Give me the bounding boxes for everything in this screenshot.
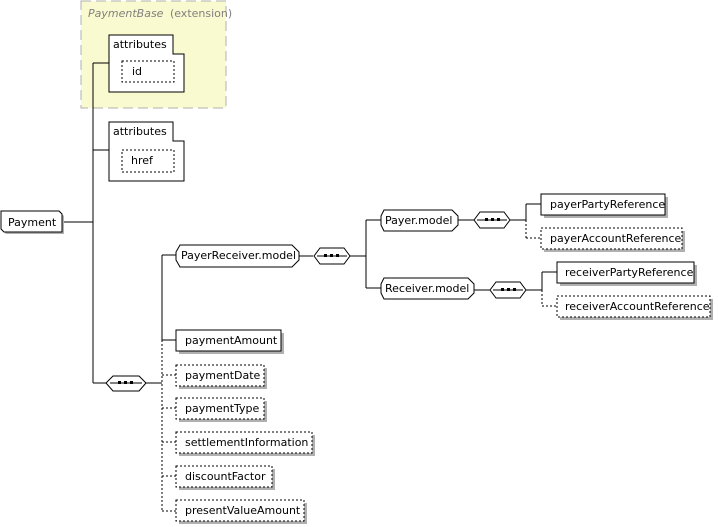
element-settlementinformation[interactable]: settlementInformation bbox=[175, 431, 315, 456]
sequence-connectors bbox=[146, 254, 176, 384]
element-label: receiverAccountReference bbox=[565, 300, 710, 313]
root-element-label: Payment bbox=[8, 216, 57, 229]
payer-optional-connectors bbox=[525, 220, 541, 239]
attribute-group-base: attributes id bbox=[108, 34, 185, 93]
sequence-compositor-icon[interactable] bbox=[489, 281, 527, 299]
element-payeraccountreference[interactable]: payerAccountReference bbox=[540, 227, 685, 252]
element-label: paymentAmount bbox=[185, 334, 278, 347]
payer-connectors bbox=[510, 203, 541, 221]
element-label: payerPartyReference bbox=[550, 198, 665, 211]
group-label: PayerReceiver.model bbox=[181, 249, 296, 262]
extension-title: PaymentBase (extension) bbox=[88, 7, 232, 20]
group-payerreceiver-model[interactable]: PayerReceiver.model bbox=[175, 244, 300, 268]
group-label: Payer.model bbox=[385, 214, 452, 227]
receiver-connectors bbox=[526, 271, 557, 291]
element-label: payerAccountReference bbox=[550, 232, 682, 245]
attribute-href[interactable] bbox=[121, 149, 175, 173]
element-paymentdate[interactable]: paymentDate bbox=[175, 364, 267, 389]
attribute-group-payment: attributes href bbox=[108, 121, 185, 182]
attribute-href-label: href bbox=[131, 154, 154, 167]
attribute-group-heading: attributes bbox=[113, 38, 167, 51]
sequence-compositor-icon[interactable] bbox=[473, 211, 511, 229]
element-label: paymentType bbox=[185, 402, 259, 415]
attribute-id[interactable] bbox=[121, 60, 175, 83]
sequence-optional-connectors bbox=[161, 340, 176, 512]
element-payerpartyreference[interactable]: payerPartyReference bbox=[540, 193, 668, 218]
choice-compositor-icon[interactable] bbox=[313, 247, 351, 265]
group-receiver-model[interactable]: Receiver.model bbox=[380, 277, 475, 300]
element-paymentamount[interactable]: paymentAmount bbox=[175, 329, 284, 354]
attribute-id-label: id bbox=[132, 65, 142, 78]
root-element-payment[interactable]: Payment bbox=[0, 210, 64, 234]
element-label: paymentDate bbox=[185, 369, 261, 382]
attribute-group-heading: attributes bbox=[113, 125, 167, 138]
group-label: Receiver.model bbox=[385, 282, 469, 295]
group-payer-model[interactable]: Payer.model bbox=[380, 209, 459, 232]
element-presentvalueamount[interactable]: presentValueAmount bbox=[175, 499, 307, 524]
sequence-compositor-icon[interactable] bbox=[105, 375, 147, 392]
element-receiverpartyreference[interactable]: receiverPartyReference bbox=[556, 261, 697, 286]
choice-connectors bbox=[350, 219, 381, 289]
element-label: receiverPartyReference bbox=[565, 266, 694, 279]
element-label: presentValueAmount bbox=[185, 504, 301, 517]
element-label: discountFactor bbox=[185, 470, 266, 483]
element-discountfactor[interactable]: discountFactor bbox=[175, 465, 275, 490]
element-label: settlementInformation bbox=[185, 436, 308, 449]
receiver-optional-connectors bbox=[541, 290, 557, 307]
root-connectors bbox=[63, 62, 109, 384]
element-receiveraccountreference[interactable]: receiverAccountReference bbox=[556, 295, 713, 320]
element-paymenttype[interactable]: paymentType bbox=[175, 397, 267, 422]
